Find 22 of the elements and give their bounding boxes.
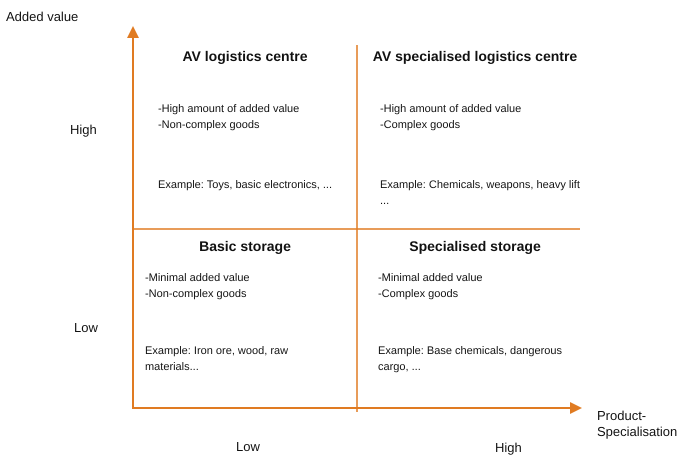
bullet-text: -Minimal added value: [145, 271, 250, 286]
example-text: Example: Toys, basic electronics, ...: [158, 178, 334, 193]
bullet-text: -High amount of added value: [158, 102, 300, 117]
quadrant-heading: Basic storage: [198, 237, 292, 255]
quadrant-heading: AV specialised logistics centre: [372, 47, 578, 65]
axis-tick-label: High: [70, 122, 97, 138]
axis-tick-label: Low: [236, 439, 260, 455]
bullet-text: -High amount of added value: [380, 102, 522, 117]
bullet-text: -Non-complex goods: [145, 287, 246, 302]
bullet-text: -Non-complex goods: [158, 118, 260, 133]
quadrant-heading: Specialised storage: [408, 237, 542, 255]
axis-tick-label: Low: [74, 320, 98, 336]
axis-title: Product-Specialisation: [597, 408, 678, 440]
example-text: Example: Iron ore, wood, raw materials...: [145, 344, 290, 375]
bullet-text: -Minimal added value: [378, 271, 483, 286]
example-text: Example: Chemicals, weapons, heavy lift ...: [380, 178, 580, 209]
bullet-text: -Complex goods: [378, 287, 458, 302]
axis-title: Added value: [6, 9, 78, 25]
axis-tick-label: High: [495, 440, 522, 456]
quadrant-heading: AV logistics centre: [181, 47, 308, 65]
example-text: Example: Base chemicals, dangerous cargo, ...: [378, 344, 564, 375]
bullet-text: -Complex goods: [380, 118, 460, 133]
